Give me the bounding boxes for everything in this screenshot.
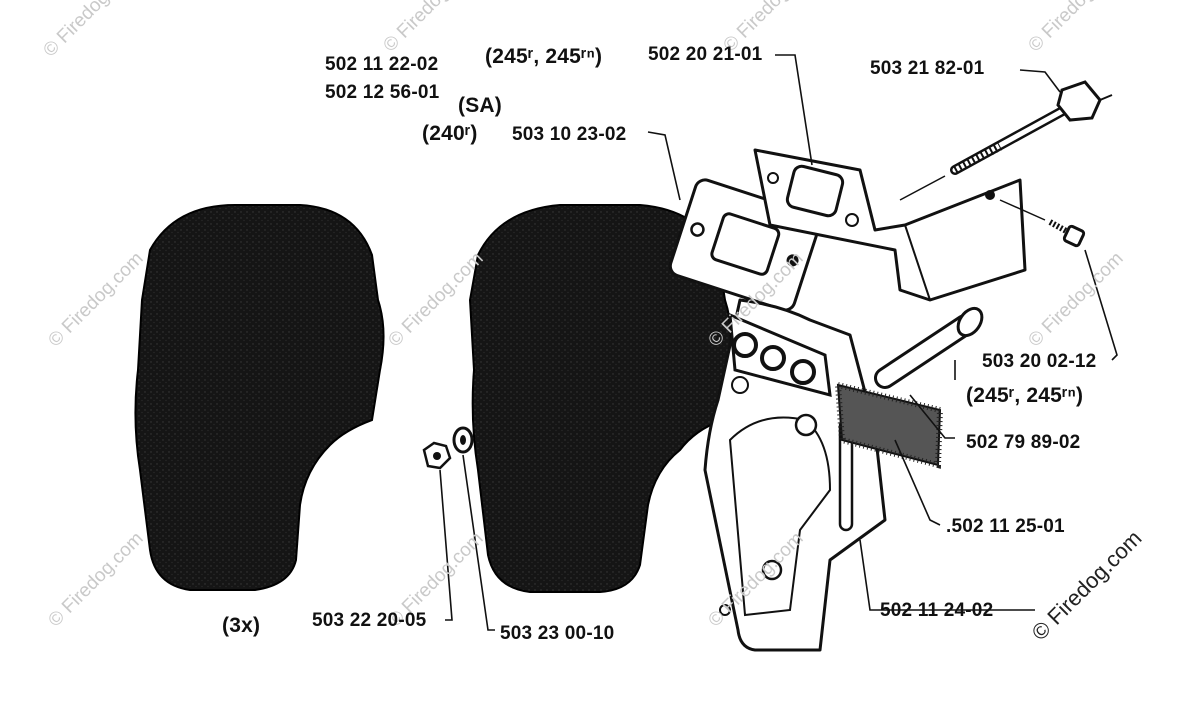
label-503-21-82-01: 503 21 82-01 [870, 58, 985, 79]
label-502-79-89-02: 502 79 89-02 [966, 432, 1081, 453]
label-qty-3x: (3x) [222, 614, 261, 637]
washer-503-23-00-10 [452, 426, 474, 454]
label-502-11-25-01: .502 11 25-01 [946, 516, 1065, 537]
label-503-20-02-12: 503 20 02-12 [982, 351, 1097, 372]
screw-503-20-02-12 [999, 199, 1086, 248]
label-models-245-right: (245ʳ, 245ʳⁿ) [966, 384, 1084, 407]
muffler-left [134, 204, 385, 591]
label-502-11-24-02: 502 11 24-02 [880, 600, 994, 621]
plate-502-11-25-01 [728, 312, 832, 398]
label-sa: (SA) [458, 94, 502, 117]
label-502-11-22-02: 502 11 22-02 [325, 54, 439, 75]
leader-lines [439, 54, 1118, 631]
nut-503-22-20-05 [422, 441, 452, 470]
spark-screen-502-79-89-02 [834, 381, 944, 469]
muffler-center [468, 204, 732, 593]
bracket-502-20-21-01 [753, 148, 1027, 302]
label-502-12-56-01: 502 12 56-01 [325, 82, 440, 103]
label-503-22-20-05: 503 22 20-05 [312, 610, 427, 631]
label-502-20-21-01: 502 20 21-01 [648, 44, 763, 65]
pin-bolt [874, 306, 984, 389]
bolt-503-21-82-01 [899, 80, 1113, 201]
label-model-240: (240ʳ) [422, 122, 478, 145]
label-503-23-00-10: 503 23 00-10 [500, 623, 615, 644]
label-503-10-23-02: 503 10 23-02 [512, 124, 627, 145]
label-models-245-top: (245ʳ, 245ʳⁿ) [485, 45, 603, 68]
